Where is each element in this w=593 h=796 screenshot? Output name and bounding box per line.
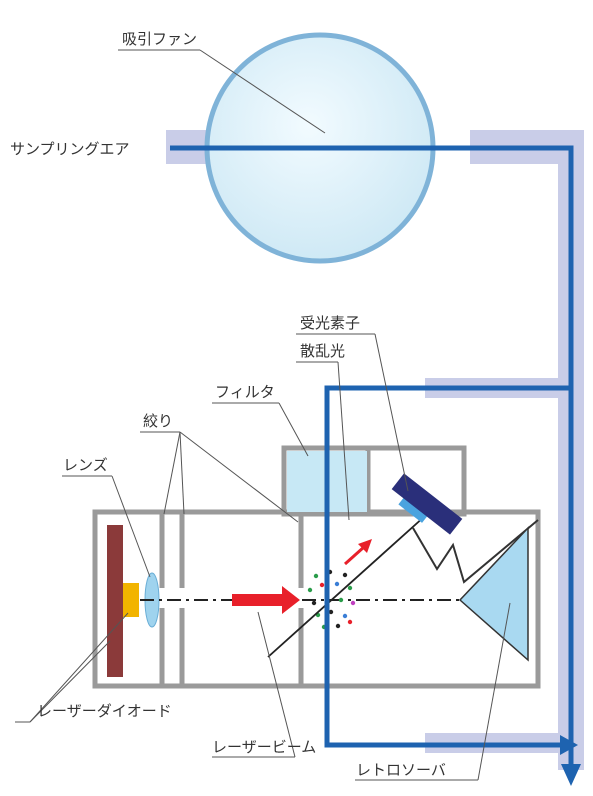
leader-lines — [15, 49, 511, 781]
label-sampling-air: サンプリングエア — [10, 140, 130, 158]
label-scattered-light: 散乱光 — [300, 342, 345, 360]
red-arrow-icon — [232, 586, 300, 614]
retro-absorber — [458, 526, 529, 662]
label-laser-diode: レーザーダイオード — [37, 702, 172, 720]
scatter-ray — [267, 515, 426, 658]
diode-mount — [123, 583, 139, 617]
scattered-light-arrow — [343, 539, 372, 566]
label-retro-absorber: レトロソーバ — [356, 761, 446, 779]
label-lens: レンズ — [63, 456, 108, 474]
label-detector: 受光素子 — [300, 314, 360, 332]
label-filter: フィルタ — [215, 383, 275, 401]
airflow-arrowhead-down — [561, 764, 581, 786]
laser-diode — [107, 525, 123, 677]
detector — [391, 473, 463, 535]
airflow-path — [170, 145, 574, 764]
light-baffle — [412, 519, 539, 584]
label-aperture: 絞り — [143, 412, 173, 430]
label-laser-beam: レーザービーム — [212, 738, 316, 756]
label-fan: 吸引ファン — [122, 30, 197, 48]
airflow-arrowhead-right — [560, 735, 578, 755]
